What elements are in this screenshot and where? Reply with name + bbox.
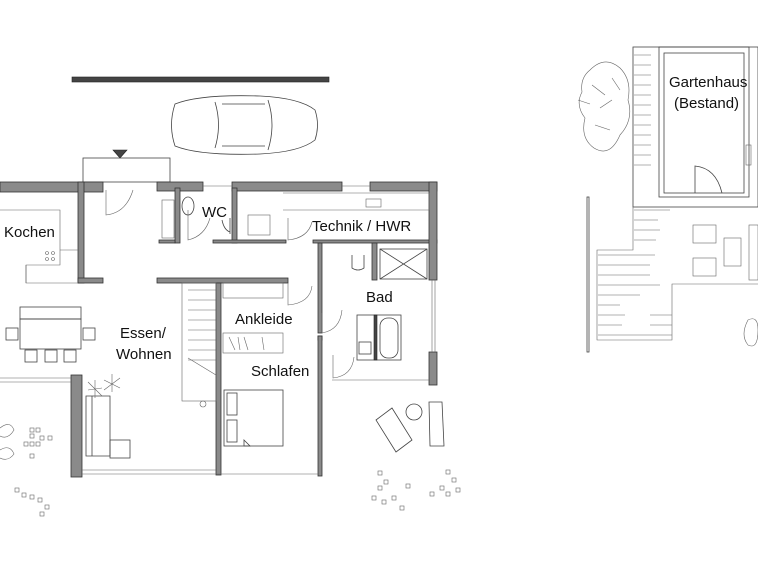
tree-icon	[577, 61, 758, 347]
car-icon	[171, 95, 318, 155]
bath-fixtures	[351, 248, 428, 361]
paver-stones	[14, 427, 461, 517]
staircase	[181, 282, 217, 408]
kitchen-counter	[0, 209, 78, 284]
bed	[223, 389, 284, 447]
dining-table	[5, 306, 96, 363]
deck	[596, 47, 758, 341]
plant-icon	[87, 374, 121, 398]
sofa	[85, 395, 131, 459]
entrance-arrow-icon	[112, 149, 128, 159]
walls	[0, 181, 438, 478]
garden-fence	[586, 196, 590, 353]
shrub-icon	[0, 424, 15, 460]
room-label-schlafen: Schlafen	[251, 363, 309, 380]
room-label-ankleide: Ankleide	[235, 311, 293, 328]
outer-lines	[0, 185, 436, 475]
room-label-bestand: (Bestand)	[674, 95, 739, 112]
room-label-bad: Bad	[366, 289, 393, 306]
wc-fixtures	[181, 196, 231, 234]
sun-loungers	[375, 401, 445, 453]
wardrobe	[161, 199, 284, 354]
room-label-wc: WC	[202, 204, 227, 221]
carport-beam	[71, 76, 330, 83]
entrance-canopy	[82, 157, 171, 183]
room-label-gartenhaus: Gartenhaus	[669, 74, 747, 91]
room-label-essen: Essen/	[120, 325, 167, 342]
room-label-kochen: Kochen	[4, 224, 55, 241]
garden-house	[632, 46, 758, 208]
room-label-technik: Technik / HWR	[312, 218, 411, 235]
room-label-wohnen: Wohnen	[116, 346, 172, 363]
technik-fixtures	[247, 192, 430, 236]
